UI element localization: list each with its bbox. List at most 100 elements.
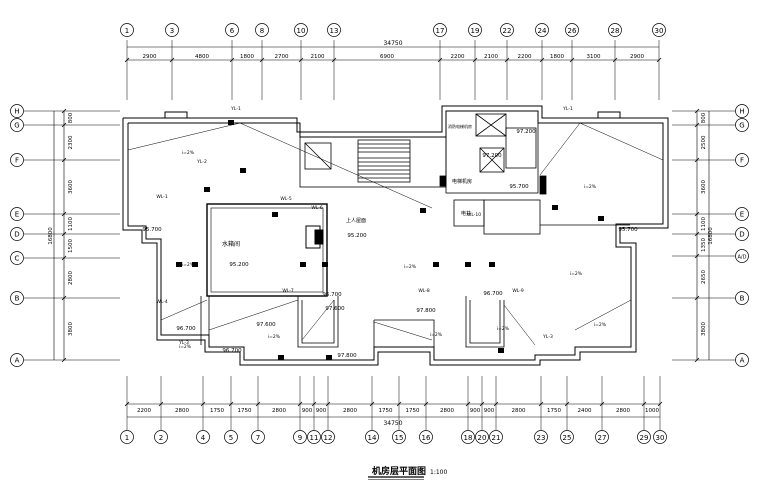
left-span-dim: 3600: [68, 180, 74, 194]
parapet-top-left: [164, 111, 188, 119]
right-axis-bubble: [735, 227, 749, 241]
top-axis-label: 6: [230, 27, 235, 35]
left-axis-label: D: [14, 231, 19, 239]
left-tick: [61, 295, 67, 301]
left-span-dim: 2800: [68, 271, 74, 285]
pipe-label: WL-10: [467, 212, 481, 218]
left-axis-bubble: [10, 227, 24, 241]
slope-mark: i=2%: [179, 344, 192, 350]
top-span-dim: 2700: [275, 54, 289, 60]
elevator-machine-rooms: [439, 110, 547, 235]
bottom-axis-label: 29: [640, 434, 649, 442]
pipe-riser: [433, 262, 439, 267]
top-tick: [569, 57, 575, 63]
elevation-mark: 97.600: [256, 322, 276, 328]
top-tick: [504, 57, 510, 63]
left-tick: [61, 211, 67, 217]
slope-mark: i=2%: [570, 271, 583, 277]
pipe-label: WL-1: [156, 194, 168, 200]
bottom-tick: [599, 401, 605, 407]
right-span-dim: 1100: [701, 217, 707, 231]
pipe-riser: [326, 355, 332, 360]
bottom-axis-bubble: [637, 430, 651, 444]
dimension-chains: 3475012900348006180082700102100136900172…: [10, 23, 749, 444]
bottom-axis-bubble: [475, 430, 489, 444]
pipe-riser: [278, 355, 284, 360]
left-axis-bubble: [10, 153, 24, 167]
right-axis-label: A/D: [738, 255, 747, 261]
bottom-tick: [493, 401, 499, 407]
bottom-axis-bubble: [307, 430, 321, 444]
water-tank-wall: [206, 203, 328, 297]
pipe-riser: [228, 120, 234, 125]
left-axis-bubble: [10, 207, 24, 221]
right-axis-bubble: [735, 153, 749, 167]
top-tick: [124, 57, 130, 63]
pipe-riser: [498, 348, 504, 353]
bottom-span-dim: 900: [316, 408, 327, 414]
slope-mark: i=2%: [182, 150, 195, 156]
bottom-axis-bubble: [365, 430, 379, 444]
right-axis-bubble: [735, 118, 749, 132]
slope-mark: i=2%: [268, 334, 281, 340]
top-axis-bubble: [652, 23, 666, 37]
top-span-dim: 1800: [240, 54, 254, 60]
bottom-tick: [465, 401, 471, 407]
right-axis-label: G: [739, 122, 744, 130]
partitions: [200, 224, 630, 348]
slope-lines: [127, 122, 664, 346]
left-tick: [61, 157, 67, 163]
right-tick: [694, 231, 700, 237]
right-axis-label: F: [740, 157, 744, 165]
left-axis-bubble: [10, 251, 24, 265]
top-tick: [437, 57, 443, 63]
left-tick: [61, 231, 67, 237]
top-tick: [539, 57, 545, 63]
water-tank-room: [206, 203, 328, 297]
parapet-top-right: [597, 111, 621, 119]
left-axis-label: H: [14, 108, 19, 116]
top-axis-label: 24: [538, 27, 547, 35]
pipe-label: WL-9: [512, 288, 524, 294]
top-span-dim: 2900: [143, 54, 157, 60]
pipe-riser: [465, 262, 471, 267]
drawing-scale: 1:100: [430, 469, 447, 476]
bottom-span-dim: 1750: [379, 408, 393, 414]
elevation-mark: 97.600: [325, 306, 345, 312]
left-axis-bubble: [10, 118, 24, 132]
top-axis-label: 30: [655, 27, 664, 35]
bottom-span-dim: 2200: [137, 408, 151, 414]
top-axis-bubble: [120, 23, 134, 37]
top-span-dim: 4800: [195, 54, 209, 60]
top-tick: [656, 57, 662, 63]
pipe-label: YL-3: [542, 334, 553, 340]
right-span-dim: 3800: [701, 322, 707, 336]
top-axis-bubble: [500, 23, 514, 37]
right-span-dim: 800: [701, 112, 707, 123]
right-span-dim: 1350: [701, 238, 707, 252]
bottom-axis-bubble: [461, 430, 475, 444]
elevation-mark: 96.700: [176, 326, 196, 332]
right-tick: [694, 211, 700, 217]
left-axis-label: F: [15, 157, 19, 165]
pipe-label: WL-7: [282, 288, 294, 294]
pipe-riser: [552, 205, 558, 210]
bottom-tick: [538, 401, 544, 407]
bottom-tick: [396, 401, 402, 407]
left-tick: [61, 108, 67, 114]
right-span-dim: 3600: [701, 180, 707, 194]
right-axis-bubble: [735, 249, 749, 263]
elevation-mark: 95.700: [509, 184, 529, 190]
right-axis-bubble: [735, 353, 749, 367]
left-span-dim: 3800: [68, 322, 74, 336]
top-tick: [259, 57, 265, 63]
left-span-dim: 2300: [68, 135, 74, 149]
left-span-dim: 1100: [68, 217, 74, 231]
bottom-axis-bubble: [321, 430, 335, 444]
bottom-tick: [657, 401, 663, 407]
right-tick: [694, 295, 700, 301]
bottom-axis-label: 2: [159, 434, 163, 442]
bottom-axis-bubble: [489, 430, 503, 444]
bottom-axis-bubble: [293, 430, 307, 444]
